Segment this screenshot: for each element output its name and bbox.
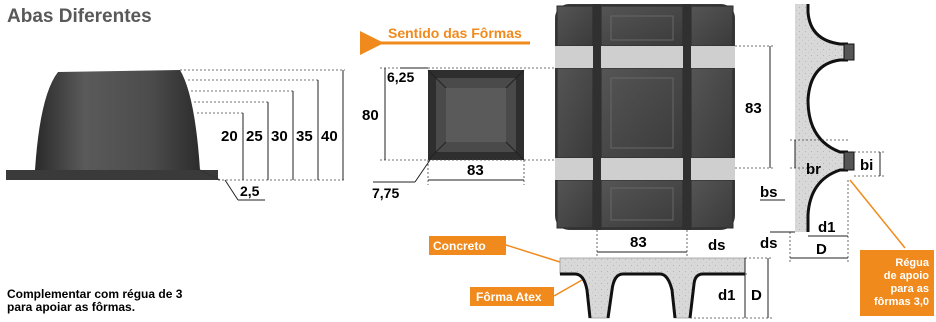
- flange-height-20: 20: [221, 128, 238, 145]
- rib-horizontal-top: [555, 46, 735, 68]
- side-bs: bs: [760, 184, 778, 201]
- side-d1: d1: [818, 219, 836, 236]
- section-view: [559, 251, 772, 319]
- grid-panel: [555, 4, 775, 260]
- side-bi: bi: [860, 157, 873, 174]
- form-profile-group: [6, 69, 345, 201]
- forma-callout: [470, 279, 583, 306]
- rib-horizontal-bottom: [555, 158, 735, 180]
- panel-spacing: 83: [745, 100, 762, 117]
- section-ds: ds: [708, 237, 726, 254]
- regua-line-2: de apoio: [884, 270, 930, 282]
- flange-height-25: 25: [246, 128, 263, 145]
- plan-top-offset: 6,25: [387, 69, 414, 85]
- section-D: D: [751, 287, 762, 304]
- flange-height-40: 40: [321, 128, 338, 145]
- section-spacing: 83: [630, 234, 647, 251]
- direction-label: Sentido das Fôrmas: [388, 25, 522, 41]
- side-br: br: [806, 161, 821, 178]
- concreto-label: Concreto: [433, 239, 486, 253]
- plan-height: 80: [362, 107, 379, 124]
- flange-height-30: 30: [271, 128, 288, 145]
- plan-bottom-offset: 7,75: [372, 185, 399, 201]
- form-flange: [6, 170, 218, 180]
- section-d1: d1: [718, 287, 736, 304]
- regua-callout: [860, 250, 934, 316]
- plan-width: 83: [467, 162, 484, 179]
- regua-line-1: Régua: [895, 257, 930, 269]
- flange-height-35: 35: [296, 128, 313, 145]
- side-section: [760, 4, 906, 262]
- regua-line-3: para as: [890, 283, 929, 295]
- plan-form: [373, 67, 560, 185]
- form-dome: [35, 70, 200, 170]
- page-title: Abas Diferentes: [7, 6, 152, 27]
- concreto-callout: [429, 236, 561, 263]
- note-text: Complementar com régua de 3 para apoiar …: [7, 287, 183, 314]
- side-D: D: [816, 241, 827, 258]
- flange-base-dimension: 2,5: [240, 183, 260, 199]
- regua-line-4: fôrmas 3,0: [874, 296, 929, 308]
- side-ds: ds: [760, 235, 778, 252]
- forma-label: Fôrma Atex: [476, 290, 542, 304]
